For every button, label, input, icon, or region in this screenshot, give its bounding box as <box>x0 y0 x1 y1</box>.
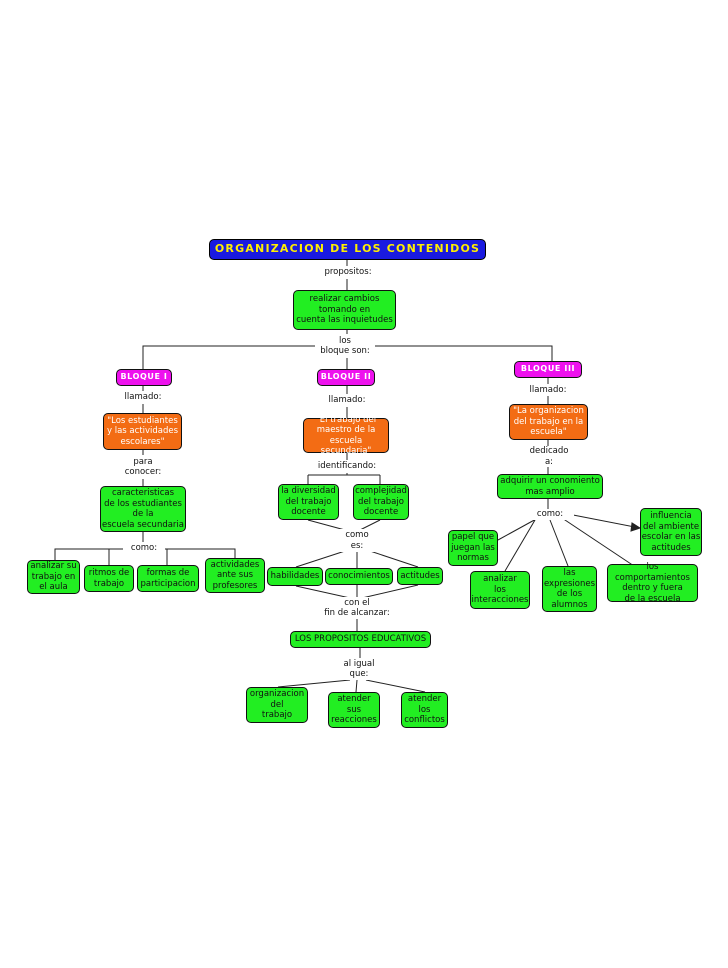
main-purpose-node: realizar cambios tomando en cuenta las i… <box>293 290 396 330</box>
bloque-2-content-2: complejidad del trabajo docente <box>353 484 409 520</box>
bloque-2-link-igual: al igual que: <box>334 658 384 680</box>
bloque-2-item-1: habilidades <box>267 567 323 586</box>
bloque-3-content: adquirir un conomiento mas amplio <box>497 474 603 499</box>
bloque-2-link-como: como es: <box>335 529 379 552</box>
link-propositos: propositos: <box>318 266 378 279</box>
bloque-2-final-item-1: organizacion del trabajo <box>246 687 308 723</box>
bloque-1-item-2: ritmos de trabajo <box>84 565 134 592</box>
bloque-2-item-2: conocimientos <box>325 568 393 585</box>
bloque-3-link-como: como: <box>526 509 574 520</box>
bloque-3-link-llamado: llamado: <box>520 384 576 396</box>
bloque-3-item-1: papel que juegan las normas <box>448 530 498 566</box>
bloque-2-item-3: actitudes <box>397 567 443 585</box>
bloque-1-link-para: para conocer: <box>116 455 170 479</box>
bloque-1-header: BLOQUE I <box>116 369 172 386</box>
bloque-3-item-3: las expresiones de los alumnos <box>542 566 597 612</box>
bloque-1-link-llamado: llamado: <box>115 391 171 404</box>
bloque-3-header: BLOQUE III <box>514 361 582 378</box>
bloque-3-item-2: analizar los interacciones <box>470 571 530 609</box>
bloque-2-link-identificando: identificando: <box>312 460 382 473</box>
bloque-1-link-como: como: <box>123 542 165 554</box>
map-title: ORGANIZACION DE LOS CONTENIDOS <box>209 239 486 260</box>
bloque-2-goal: LOS PROPOSITOS EDUCATIVOS <box>290 631 431 648</box>
bloque-1-content: caracteristicas de los estudiantes de la… <box>100 486 186 532</box>
bloque-3-item-5: influencia del ambiente escolar en las a… <box>640 508 702 556</box>
bloque-1-item-4: actividades ante sus profesores <box>205 558 265 593</box>
bloque-3-name: "La organizacion del trabajo en la escue… <box>509 404 588 440</box>
bloque-2-final-item-3: atender los conflictos <box>401 692 448 728</box>
bloque-2-name: "El trabajo del maestro de la escuela se… <box>303 415 389 456</box>
bloque-2-link-llamado: llamado: <box>319 394 375 407</box>
bloque-2-final-item-2: atender sus reacciones <box>328 692 380 728</box>
link-bloques: los bloque son: <box>315 334 375 358</box>
bloque-2-link-fin: con el fin de alcanzar: <box>320 597 394 619</box>
bloque-3-link-dedicado: dedicado a: <box>523 446 575 467</box>
bloque-3-item-4: los comportamientos dentro y fuera de la… <box>607 562 698 604</box>
bloque-1-item-3: formas de participacion <box>137 565 199 592</box>
bloque-1-item-1: analizar su trabajo en el aula <box>27 560 80 594</box>
bloque-2-content-1: la diversidad del trabajo docente <box>278 484 339 520</box>
bloque-1-name: "Los estudiantes y las actividades escol… <box>103 413 182 450</box>
bloque-2-header: BLOQUE II <box>317 369 375 386</box>
